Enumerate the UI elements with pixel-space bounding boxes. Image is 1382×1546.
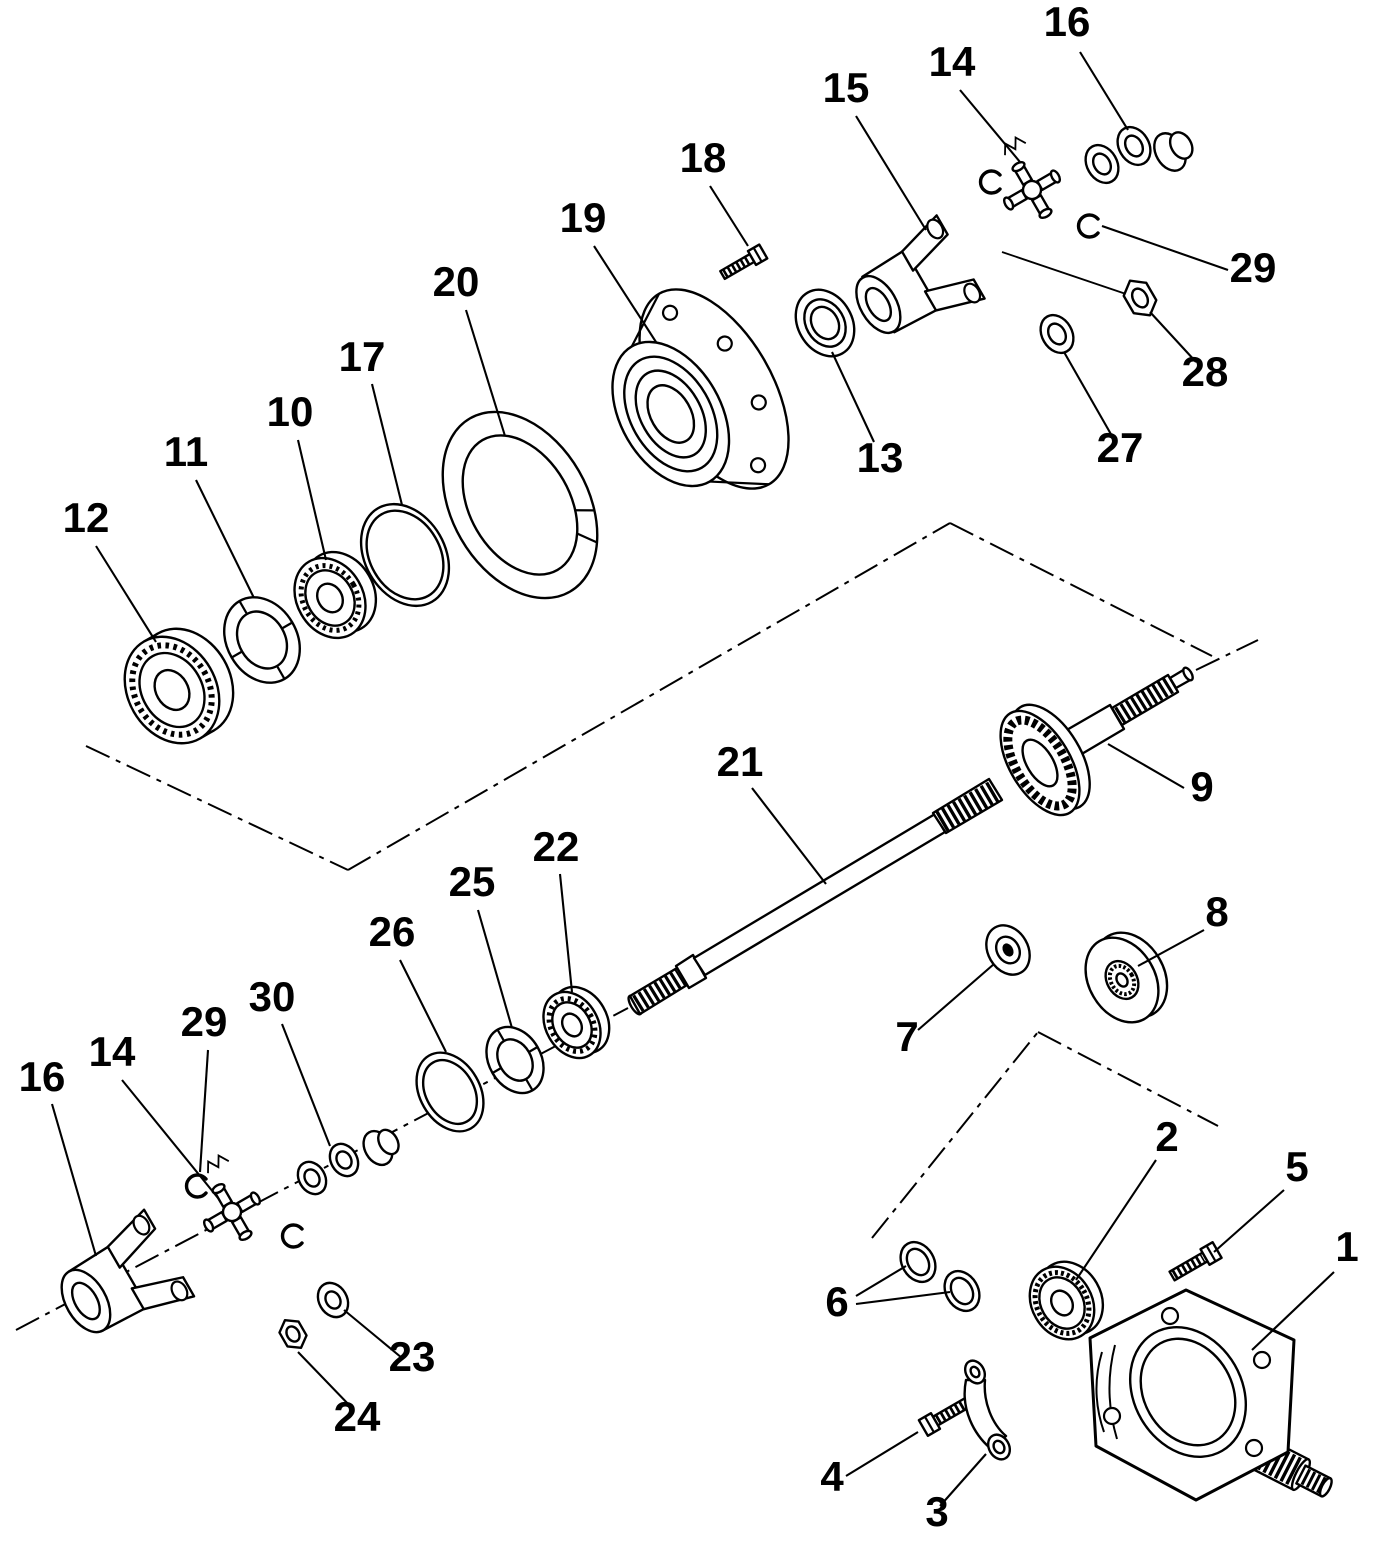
centerline [347, 522, 951, 871]
callout-8: 8 [1205, 888, 1228, 935]
callout-19: 19 [560, 194, 607, 241]
part-8-gear [1084, 931, 1169, 1024]
part-12-bearing [123, 627, 235, 745]
callout-20: 20 [433, 258, 480, 305]
spring-detail [207, 1154, 230, 1174]
callout-1: 1 [1335, 1223, 1358, 1270]
part-23-washer [316, 1281, 350, 1319]
part-5-bolt [1168, 1241, 1223, 1282]
callout-16-bottom: 16 [19, 1053, 66, 1100]
part-13-seal [794, 288, 856, 358]
callout-10: 10 [267, 388, 314, 435]
part-24-nut [278, 1318, 308, 1350]
centerline [871, 1031, 1039, 1239]
centerline [85, 745, 349, 871]
callout-27: 27 [1097, 424, 1144, 471]
callout-28: 28 [1182, 348, 1229, 395]
part-11-locknut [223, 596, 301, 684]
callout-30: 30 [249, 973, 296, 1020]
part-27-washer [1039, 313, 1075, 355]
part-7-washer [985, 924, 1031, 976]
part-29-snap-rings-top [978, 169, 1100, 239]
joint-axis-line [1001, 251, 1127, 295]
part-20-plate [441, 410, 599, 600]
callout-3: 3 [925, 1488, 948, 1535]
part-2-bearing [1028, 1260, 1105, 1341]
part-25-locknut [485, 1025, 545, 1095]
callout-14-bottom: 14 [89, 1028, 136, 1075]
callout-26: 26 [369, 908, 416, 955]
part-18-bolt [719, 243, 769, 281]
callout-15: 15 [823, 64, 870, 111]
callout-9: 9 [1190, 763, 1213, 810]
part-17-ring [359, 502, 451, 608]
part-15-yoke [855, 214, 986, 335]
callout-18: 18 [680, 134, 727, 181]
callout-5: 5 [1285, 1143, 1308, 1190]
part-16-yoke-bottom [60, 1208, 196, 1334]
part-16-flange-yoke-top [1084, 125, 1194, 185]
centerline [1195, 639, 1259, 671]
part-3-lever [963, 1359, 1012, 1461]
callout-24: 24 [334, 1393, 381, 1440]
callout-16-top: 16 [1044, 0, 1091, 45]
callout-12: 12 [63, 494, 110, 541]
part-10-bearing [293, 550, 378, 640]
part-14-spider [1002, 160, 1062, 220]
callout-7: 7 [895, 1013, 918, 1060]
part-26-washer [415, 1051, 485, 1133]
part-4-bolt [917, 1397, 971, 1437]
callout-25: 25 [449, 858, 496, 905]
callout-23: 23 [389, 1333, 436, 1380]
part-6-washers [899, 1240, 981, 1313]
part-9-bevel-gear [999, 703, 1091, 817]
callout-13: 13 [857, 434, 904, 481]
part-22-bearing [542, 985, 611, 1060]
part-21-drive-shaft [627, 666, 1194, 1016]
part-19-housing [611, 288, 790, 490]
centerline [1037, 1031, 1219, 1127]
callout-29-top: 29 [1230, 244, 1277, 291]
part-28-nut [1122, 279, 1158, 317]
callout-22: 22 [533, 823, 580, 870]
spring-detail [1004, 136, 1027, 156]
callout-6: 6 [825, 1278, 848, 1325]
callout-labels: 16 14 15 18 19 20 17 10 11 12 29 28 27 1… [19, 0, 1359, 1535]
part-14-spider-bottom [202, 1182, 262, 1242]
part-30-yoke [296, 1128, 400, 1196]
callout-21: 21 [717, 738, 764, 785]
callout-4: 4 [820, 1453, 844, 1500]
part-1-housing [1088, 1288, 1333, 1502]
leader-lines [50, 51, 1335, 1507]
callout-29-bottom: 29 [181, 998, 228, 1045]
callout-2: 2 [1155, 1113, 1178, 1160]
callout-14-top: 14 [929, 38, 976, 85]
callout-17: 17 [339, 333, 386, 380]
callout-11: 11 [164, 428, 208, 475]
centerline [949, 522, 1213, 657]
